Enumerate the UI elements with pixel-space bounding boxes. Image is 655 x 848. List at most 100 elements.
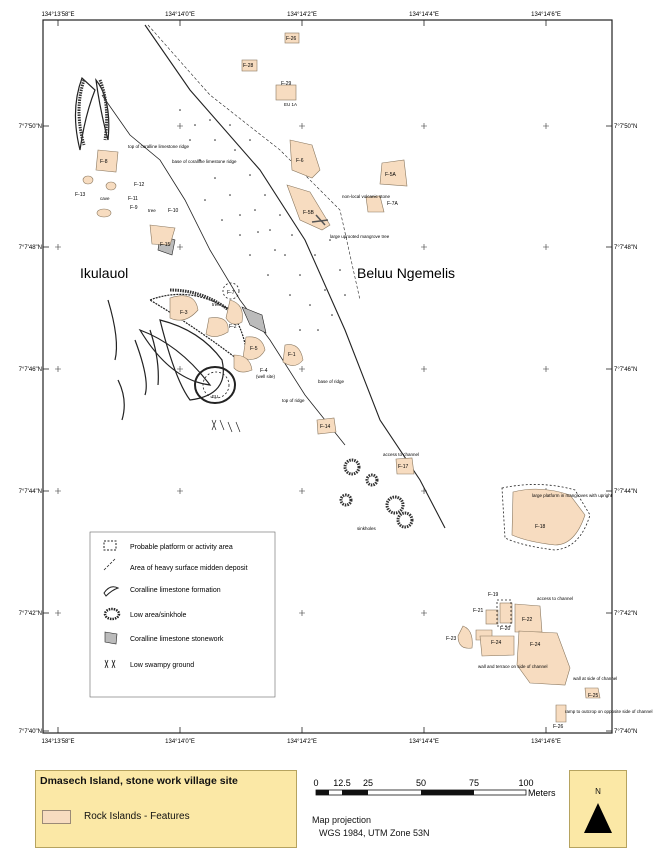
lat-tick-label: 7°7'42"N bbox=[19, 611, 42, 617]
feature-label: F-28 bbox=[243, 63, 254, 69]
stonework-legend-icon bbox=[104, 631, 118, 645]
projection-title: Map projection bbox=[312, 815, 372, 825]
lon-tick-label: 134°13'58"E bbox=[41, 12, 74, 18]
feature-label: F-6 bbox=[296, 158, 304, 164]
annotation-label: tree bbox=[212, 302, 220, 307]
feature-label: F-24 bbox=[530, 642, 541, 648]
feature-label: F-3 bbox=[180, 310, 188, 316]
feature-label: F-29 bbox=[281, 81, 292, 87]
scale-tick: 0 bbox=[313, 778, 318, 788]
feature-label: F-12 bbox=[134, 182, 145, 188]
feature-label: F-7 bbox=[227, 290, 235, 296]
feature-label: F-7A bbox=[387, 201, 399, 207]
north-arrow-icon bbox=[584, 803, 612, 833]
lat-tick-label: 7°7'50"N bbox=[614, 124, 637, 130]
annotation-label: (well site) bbox=[256, 374, 276, 379]
coralline-legend-icon bbox=[103, 586, 120, 597]
title-panel: Dmasech Island, stone work village site … bbox=[35, 770, 297, 848]
lon-tick-label: 134°14'4"E bbox=[409, 12, 439, 18]
annotation-label: base of coralline limestone ridge bbox=[172, 159, 237, 164]
place-beluu-ngemelis: Beluu Ngemelis bbox=[357, 265, 455, 281]
scale-tick: 12.5 bbox=[333, 778, 351, 788]
annotation-label: tree bbox=[148, 208, 156, 213]
legend-coralline-label: Coralline limestone formation bbox=[130, 587, 221, 594]
annotation-label: large platform in mangroves with upright bbox=[532, 493, 613, 498]
annotation-label: base of ridge bbox=[318, 379, 345, 384]
scale-unit: Meters bbox=[528, 788, 556, 798]
lat-tick-label: 7°7'40"N bbox=[614, 729, 637, 735]
scale-panel: 0 12.5 25 50 75 100 Meters Map projectio… bbox=[300, 770, 562, 848]
feature-label: F-20 bbox=[500, 626, 511, 632]
feature-label: F-21 bbox=[473, 608, 484, 614]
feature-label: F-15 bbox=[160, 242, 171, 248]
annotation-label: top of ridge bbox=[282, 398, 305, 403]
north-arrow-panel: N bbox=[569, 770, 627, 848]
lat-tick-label: 7°7'40"N bbox=[19, 729, 42, 735]
lon-tick-label: 134°14'0"E bbox=[165, 739, 195, 745]
map-title: Dmasech Island, stone work village site bbox=[40, 775, 238, 787]
feature-label: F-26 bbox=[286, 36, 297, 42]
lon-tick-label: 134°13'58"E bbox=[41, 739, 74, 745]
feature-label: F-5B bbox=[303, 210, 315, 216]
annotation-label: large uprooted mangrove tree bbox=[330, 234, 390, 239]
legend-sinkhole-label: Low area/sinkhole bbox=[130, 612, 187, 619]
probable-platforms bbox=[202, 282, 591, 627]
lat-tick-label: 7°7'46"N bbox=[19, 367, 42, 373]
annotation-label: EU 1A bbox=[284, 102, 297, 107]
sinkhole-legend-icon bbox=[103, 607, 121, 621]
features-swatch bbox=[42, 810, 71, 824]
lat-tick-label: 7°7'44"N bbox=[614, 489, 637, 495]
feature-label: F-19 bbox=[488, 592, 499, 598]
legend-platform-label: Probable platform or activity area bbox=[130, 544, 233, 551]
coralline-formations bbox=[74, 76, 247, 421]
features-legend-label: Rock Islands - Features bbox=[84, 811, 190, 822]
lat-tick-label: 7°7'46"N bbox=[614, 367, 637, 373]
map-canvas: 134°13'58"E 134°14'0"E 134°14'2"E 134°14… bbox=[19, 12, 653, 745]
place-ikulauol: Ikulauol bbox=[80, 265, 128, 281]
scale-tick: 25 bbox=[363, 778, 373, 788]
annotation-label: ramp to outcrop on opposite side of chan… bbox=[565, 709, 653, 714]
scale-tick: 75 bbox=[469, 778, 479, 788]
map-legend bbox=[89, 531, 276, 698]
lon-tick-label: 134°14'0"E bbox=[165, 12, 195, 18]
feature-label: F-26 bbox=[553, 724, 564, 730]
annotation-label: EU bbox=[212, 394, 218, 399]
midden-legend-icon bbox=[103, 558, 116, 571]
feature-label: F-22 bbox=[522, 617, 533, 623]
lon-tick-label: 134°14'2"E bbox=[287, 12, 317, 18]
lat-tick-label: 7°7'44"N bbox=[19, 489, 42, 495]
feature-label: F-18 bbox=[535, 524, 546, 530]
lon-tick-label: 134°14'2"E bbox=[287, 739, 317, 745]
feature-label: F-11 bbox=[128, 196, 138, 202]
feature-label: F-13 bbox=[75, 192, 86, 198]
uprooted-tree-marker bbox=[311, 214, 329, 226]
lon-tick-label: 134°14'6"E bbox=[531, 739, 561, 745]
lat-tick-label: 7°7'48"N bbox=[614, 245, 637, 251]
annotation-label: access to channel bbox=[383, 452, 419, 457]
feature-label: F-17 bbox=[398, 464, 409, 470]
projection-value: WGS 1984, UTM Zone 53N bbox=[319, 828, 430, 838]
scale-tick: 50 bbox=[416, 778, 426, 788]
lat-tick-label: 7°7'50"N bbox=[19, 124, 42, 130]
annotation-label: wall at side of channel bbox=[573, 676, 617, 681]
legend-midden-label: Area of heavy surface midden deposit bbox=[130, 565, 248, 572]
feature-label: F-5A bbox=[385, 172, 397, 178]
feature-label: F-23 bbox=[446, 636, 457, 642]
swampy-legend-icon bbox=[104, 659, 116, 669]
annotation-label: wall and terrace on side of channel bbox=[478, 664, 548, 669]
lon-tick-label: 134°14'6"E bbox=[531, 12, 561, 18]
north-label: N bbox=[595, 787, 601, 796]
legend-swampy-label: Low swampy ground bbox=[130, 662, 194, 669]
feature-label: F-5 bbox=[250, 346, 258, 352]
lat-tick-label: 7°7'48"N bbox=[19, 245, 42, 251]
midden-deposit bbox=[179, 109, 346, 331]
lon-tick-label: 134°14'4"E bbox=[409, 739, 439, 745]
scale-tick: 100 bbox=[518, 778, 533, 788]
annotation-label: sinkholes bbox=[357, 526, 377, 531]
swampy-ground bbox=[211, 419, 241, 433]
legend-stonework-label: Coralline limestone stonework bbox=[130, 636, 224, 643]
feature-label: F-25 bbox=[588, 693, 599, 699]
lat-tick-label: 7°7'42"N bbox=[614, 611, 637, 617]
annotation-label: access to channel bbox=[537, 596, 573, 601]
scale-bar: 0 12.5 25 50 75 100 Meters bbox=[313, 778, 556, 798]
